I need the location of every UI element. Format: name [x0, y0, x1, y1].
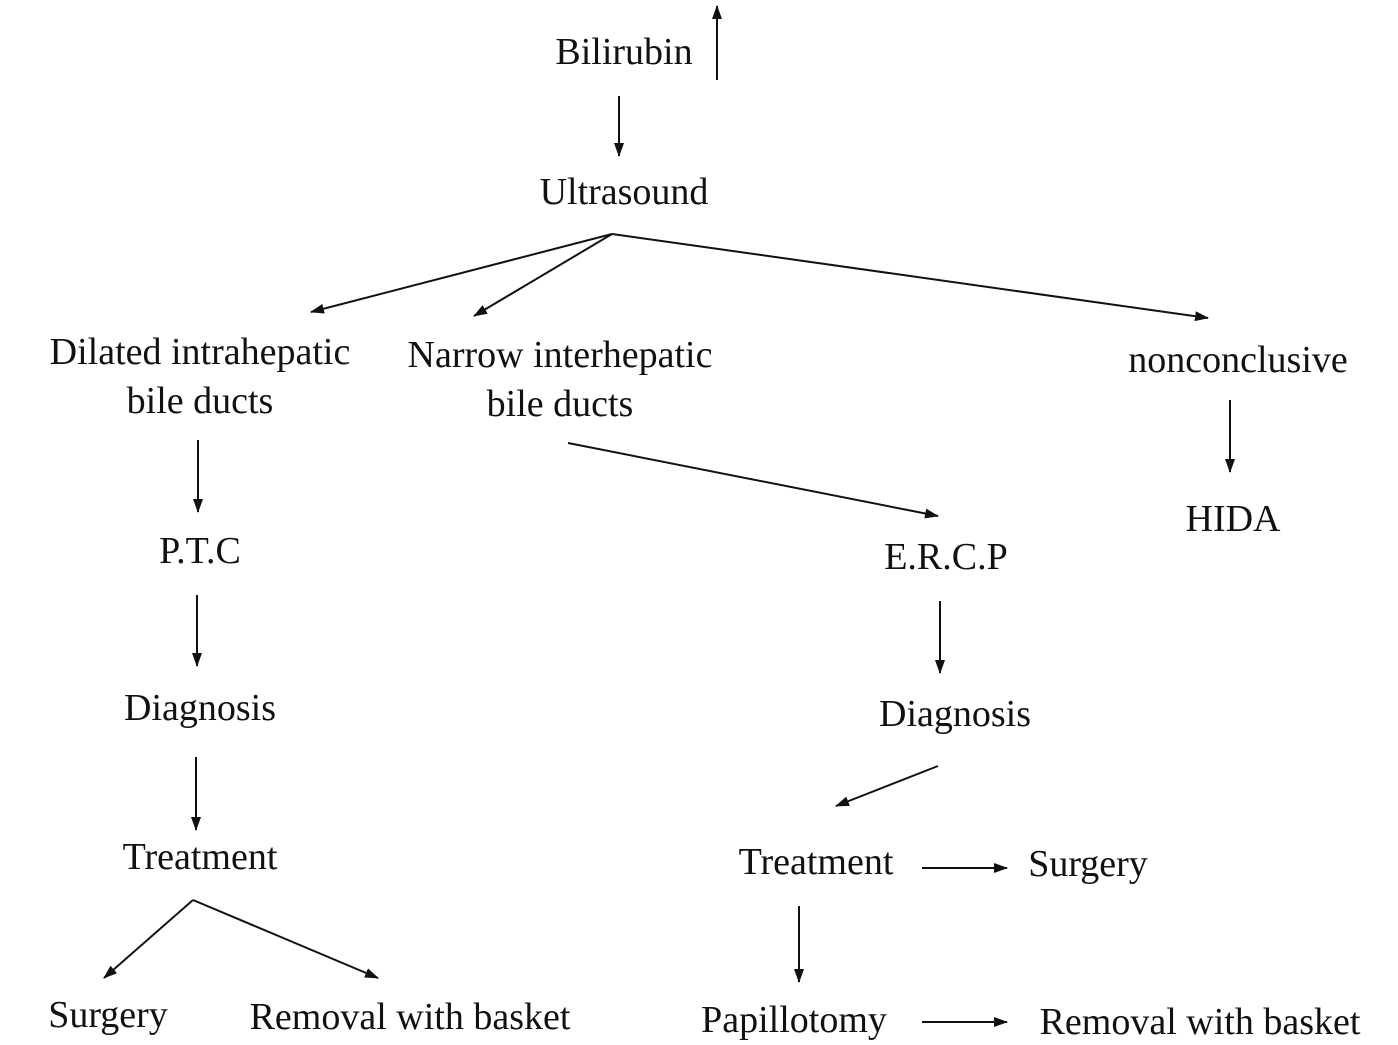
arrow-narrow-to-ercp — [567, 442, 939, 519]
arrow-ultrasound-to-dilated — [310, 233, 613, 314]
node-ptc: P.T.C — [159, 530, 241, 572]
arrow-treatment-to-surgery — [103, 899, 194, 979]
node-papillotomy: Papillotomy — [701, 999, 887, 1041]
node-left-removal-with-basket: Removal with basket — [250, 996, 571, 1038]
node-left-treatment: Treatment — [123, 836, 278, 878]
arrow-treatment-to-removal — [192, 899, 379, 979]
node-ultrasound: Ultrasound — [540, 171, 709, 213]
node-right-removal-with-basket: Removal with basket — [1040, 1001, 1361, 1043]
node-right-diagnosis: Diagnosis — [879, 693, 1031, 735]
node-dilated-intrahepatic-line2: bile ducts — [127, 380, 274, 422]
node-hida: HIDA — [1186, 498, 1282, 540]
node-nonconclusive: nonconclusive — [1128, 339, 1348, 381]
node-left-diagnosis: Diagnosis — [124, 687, 276, 729]
arrow-ultrasound-to-nonconclusive — [611, 233, 1209, 322]
arrow-ultrasound-to-narrow — [473, 233, 613, 317]
node-narrow-interhepatic-line2: bile ducts — [487, 383, 634, 425]
node-dilated-intrahepatic-line1: Dilated intrahepatic — [50, 331, 351, 373]
arrow-diagnosis-to-treatment-right — [835, 765, 939, 807]
node-right-surgery: Surgery — [1028, 843, 1148, 885]
node-left-surgery: Surgery — [48, 994, 168, 1036]
node-ercp: E.R.C.P — [884, 536, 1008, 578]
node-bilirubin: Bilirubin — [555, 31, 692, 73]
node-right-treatment: Treatment — [739, 841, 894, 883]
node-narrow-interhepatic-line1: Narrow interhepatic — [408, 334, 713, 376]
